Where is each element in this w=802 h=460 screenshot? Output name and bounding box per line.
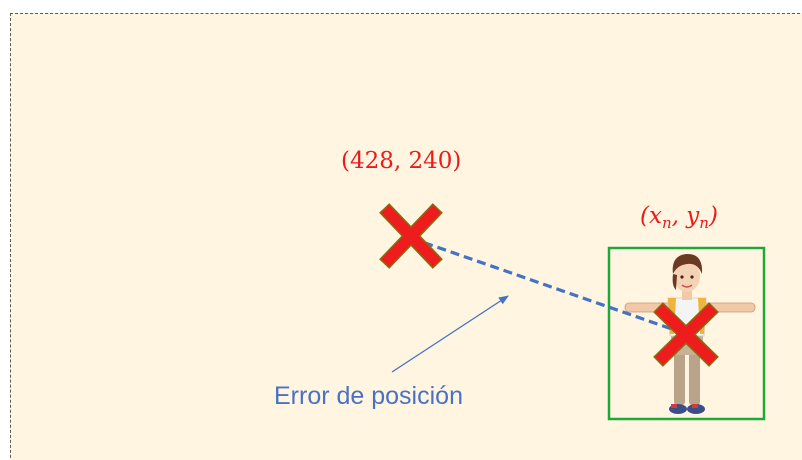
x-variable: x <box>648 203 662 229</box>
y-variable: y <box>686 203 700 229</box>
person-coordinate-label: (xn, yn) <box>640 203 718 232</box>
close-paren: ) <box>708 203 718 229</box>
target-coordinate-label: (428, 240) <box>341 148 462 174</box>
comma-separator: , <box>671 203 687 229</box>
error-callout-arrow <box>391 295 509 373</box>
position-error-label: Error de posición <box>274 382 463 410</box>
detection-box <box>607 246 766 421</box>
target-marker-icon <box>379 203 443 269</box>
open-paren: ( <box>640 203 649 229</box>
x-subscript: n <box>661 214 672 232</box>
position-error-line <box>410 236 687 336</box>
y-subscript: n <box>699 214 709 232</box>
person-marker-icon <box>653 302 719 367</box>
